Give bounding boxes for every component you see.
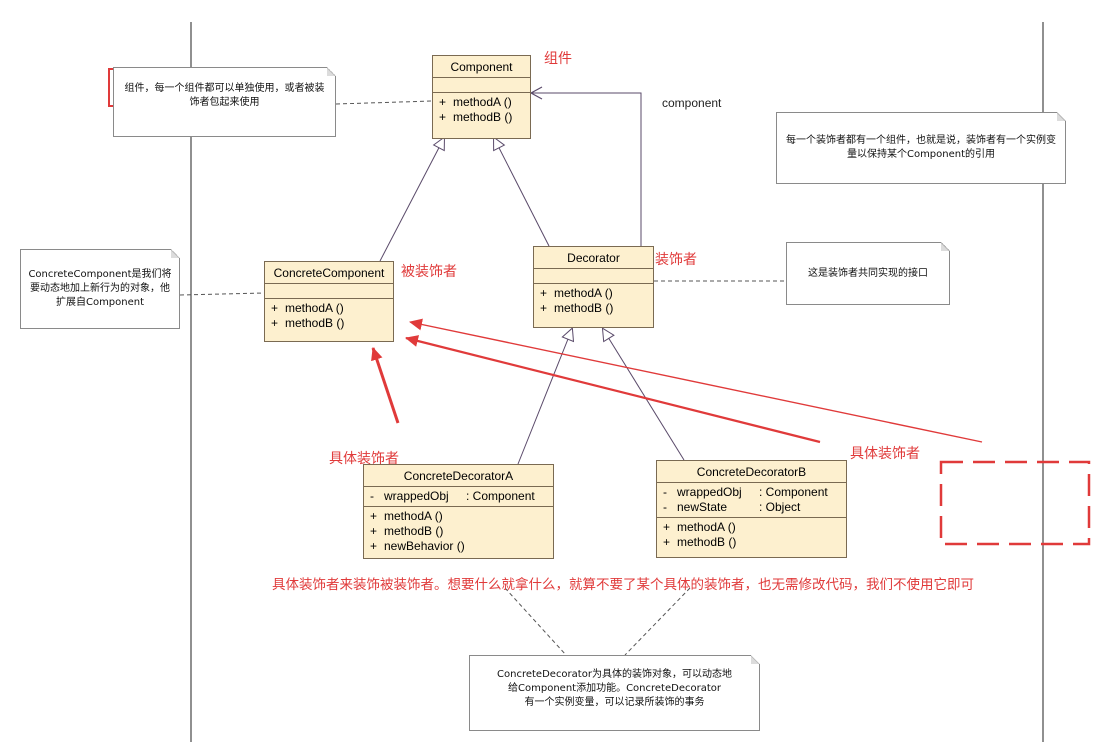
note-text: 每一个装饰者都有一个组件，也就是说，装饰者有一个实例变量以保持某个Compone… (786, 135, 1056, 160)
class-name: Decorator (534, 247, 653, 269)
class-concrete-decorator-b: ConcreteDecoratorB -wrappedObj : Componen… (656, 460, 847, 558)
red-arrow-decoratorb-to-concretecomponent-1 (405, 335, 821, 444)
association-decorator-component (529, 86, 642, 246)
red-arrow-decoratora-to-concretecomponent (371, 347, 400, 424)
method-name: methodB () (453, 110, 513, 124)
method-row: + methodA () (663, 520, 840, 535)
inheritance-decorator-component (494, 138, 550, 247)
attributes-section: -wrappedObj : Component -newState : Object (657, 483, 846, 518)
attribute-row: -wrappedObj : Component (663, 485, 840, 500)
class-concrete-component: ConcreteComponent + methodA () + methodB (… (264, 261, 394, 342)
note-link-component (335, 100, 433, 105)
attribute-type: : Object (759, 500, 801, 514)
visibility: + (663, 535, 671, 549)
annotation-concrete-decorator-a: 具体装饰者 (329, 451, 399, 467)
attributes-section (433, 78, 530, 93)
note-link-decoratora (504, 587, 567, 656)
annotation-decorator: 装饰者 (655, 252, 697, 268)
methods-section: + methodA () + methodB () + newBehavior () (364, 507, 553, 556)
annotation-summary: 具体装饰者来装饰被装饰者。想要什么就拿什么，就算不要了某个具体的装饰者，也无需修… (272, 577, 974, 593)
method-name: methodA () (453, 95, 512, 109)
annotation-concrete-decorator-b: 具体装饰者 (850, 446, 920, 462)
attribute-type: : Component (759, 485, 828, 499)
inheritance-decoratorb-decorator (603, 329, 685, 461)
method-row: + methodB () (370, 524, 547, 539)
method-row: + methodB () (439, 110, 524, 125)
note-decorator-member: 每一个装饰者都有一个组件，也就是说，装饰者有一个实例变量以保持某个Compone… (776, 112, 1066, 184)
visibility: + (439, 110, 447, 124)
note-text-line: ConcreteDecorator为具体的装饰对象，可以动态地 (497, 669, 732, 680)
note-link-decoratorb (624, 587, 691, 656)
visibility: + (271, 301, 279, 315)
method-name: methodA () (285, 301, 344, 315)
association-label: component (662, 96, 722, 110)
note-highlight-text: 组件， (124, 83, 155, 94)
methods-section: + methodA () + methodB () (657, 518, 846, 552)
method-row: + methodB () (540, 301, 647, 316)
inheritance-decoratora-decorator (517, 329, 572, 465)
visibility: + (540, 301, 548, 315)
note-concrete-component: ConcreteComponent是我们将要动态地加上新行为的对象，他扩展自Co… (20, 249, 180, 329)
red-dashed-placeholder-box (939, 460, 1091, 546)
visibility: + (663, 520, 671, 534)
method-row: + methodA () (370, 509, 547, 524)
method-name: methodB () (677, 535, 737, 549)
method-name: methodA () (677, 520, 736, 534)
method-row: + methodA () (439, 95, 524, 110)
visibility: + (370, 524, 378, 538)
attributes-section: -wrappedObj : Component (364, 487, 553, 507)
note-concrete-decorator: ConcreteDecorator为具体的装饰对象，可以动态地 给Compone… (469, 655, 760, 731)
attribute-row: -wrappedObj : Component (370, 489, 547, 504)
class-decorator: Decorator + methodA () + methodB () (533, 246, 654, 328)
class-name: ConcreteComponent (265, 262, 393, 284)
class-component: Component + methodA () + methodB () (432, 55, 531, 139)
note-decorator-interface: 这是装饰者共同实现的接口 (786, 242, 950, 305)
method-name: methodB () (554, 301, 614, 315)
method-row: + methodB () (663, 535, 840, 550)
visibility: - (663, 500, 667, 514)
annotation-component: 组件 (544, 51, 572, 67)
method-row: + methodB () (271, 316, 387, 331)
methods-section: + methodA () + methodB () (265, 299, 393, 333)
note-text-line: 给Component添加功能。ConcreteDecorator (508, 683, 721, 694)
method-name: newBehavior () (384, 539, 465, 553)
method-row: + methodA () (271, 301, 387, 316)
method-row: + newBehavior () (370, 539, 547, 554)
attribute-row: -newState : Object (663, 500, 840, 515)
attribute-type: : Component (466, 489, 535, 503)
method-name: methodA () (384, 509, 443, 523)
methods-section: + methodA () + methodB () (433, 93, 530, 127)
visibility: + (271, 316, 279, 330)
note-component: 组件，每一个组件都可以单独使用，或者被装饰者包起来使用 (113, 67, 336, 137)
class-concrete-decorator-a: ConcreteDecoratorA -wrappedObj : Componen… (363, 464, 554, 559)
methods-section: + methodA () + methodB () (534, 284, 653, 318)
method-name: methodA () (554, 286, 613, 300)
attribute-name: wrappedObj (384, 489, 449, 503)
visibility: + (540, 286, 548, 300)
class-name: ConcreteDecoratorA (364, 465, 553, 487)
note-text: 这是装饰者共同实现的接口 (808, 267, 928, 279)
note-link-concretecomponent (179, 292, 265, 296)
visibility: + (370, 509, 378, 523)
visibility: + (370, 539, 378, 553)
inheritance-concretecomponent-component (379, 138, 444, 262)
method-name: methodB () (285, 316, 345, 330)
attributes-section (265, 284, 393, 299)
note-text: 每一个组件都可以单独使用，或者被装饰者包起来使用 (154, 83, 325, 108)
note-text-line: 有一个实例变量，可以记录所装饰的事务 (524, 697, 705, 708)
method-row: + methodA () (540, 286, 647, 301)
visibility: - (370, 489, 374, 503)
method-name: methodB () (384, 524, 444, 538)
note-text: ConcreteComponent是我们将要动态地加上新行为的对象，他扩展自Co… (28, 269, 172, 308)
attribute-name: newState (677, 500, 728, 514)
annotation-concrete-component: 被装饰者 (401, 264, 457, 280)
class-name: Component (433, 56, 530, 78)
visibility: + (439, 95, 447, 109)
class-name: ConcreteDecoratorB (657, 461, 846, 483)
visibility: - (663, 485, 667, 499)
attribute-name: wrappedObj (677, 485, 742, 499)
red-arrow-decoratorb-to-concretecomponent-2 (409, 318, 983, 443)
attributes-section (534, 269, 653, 284)
